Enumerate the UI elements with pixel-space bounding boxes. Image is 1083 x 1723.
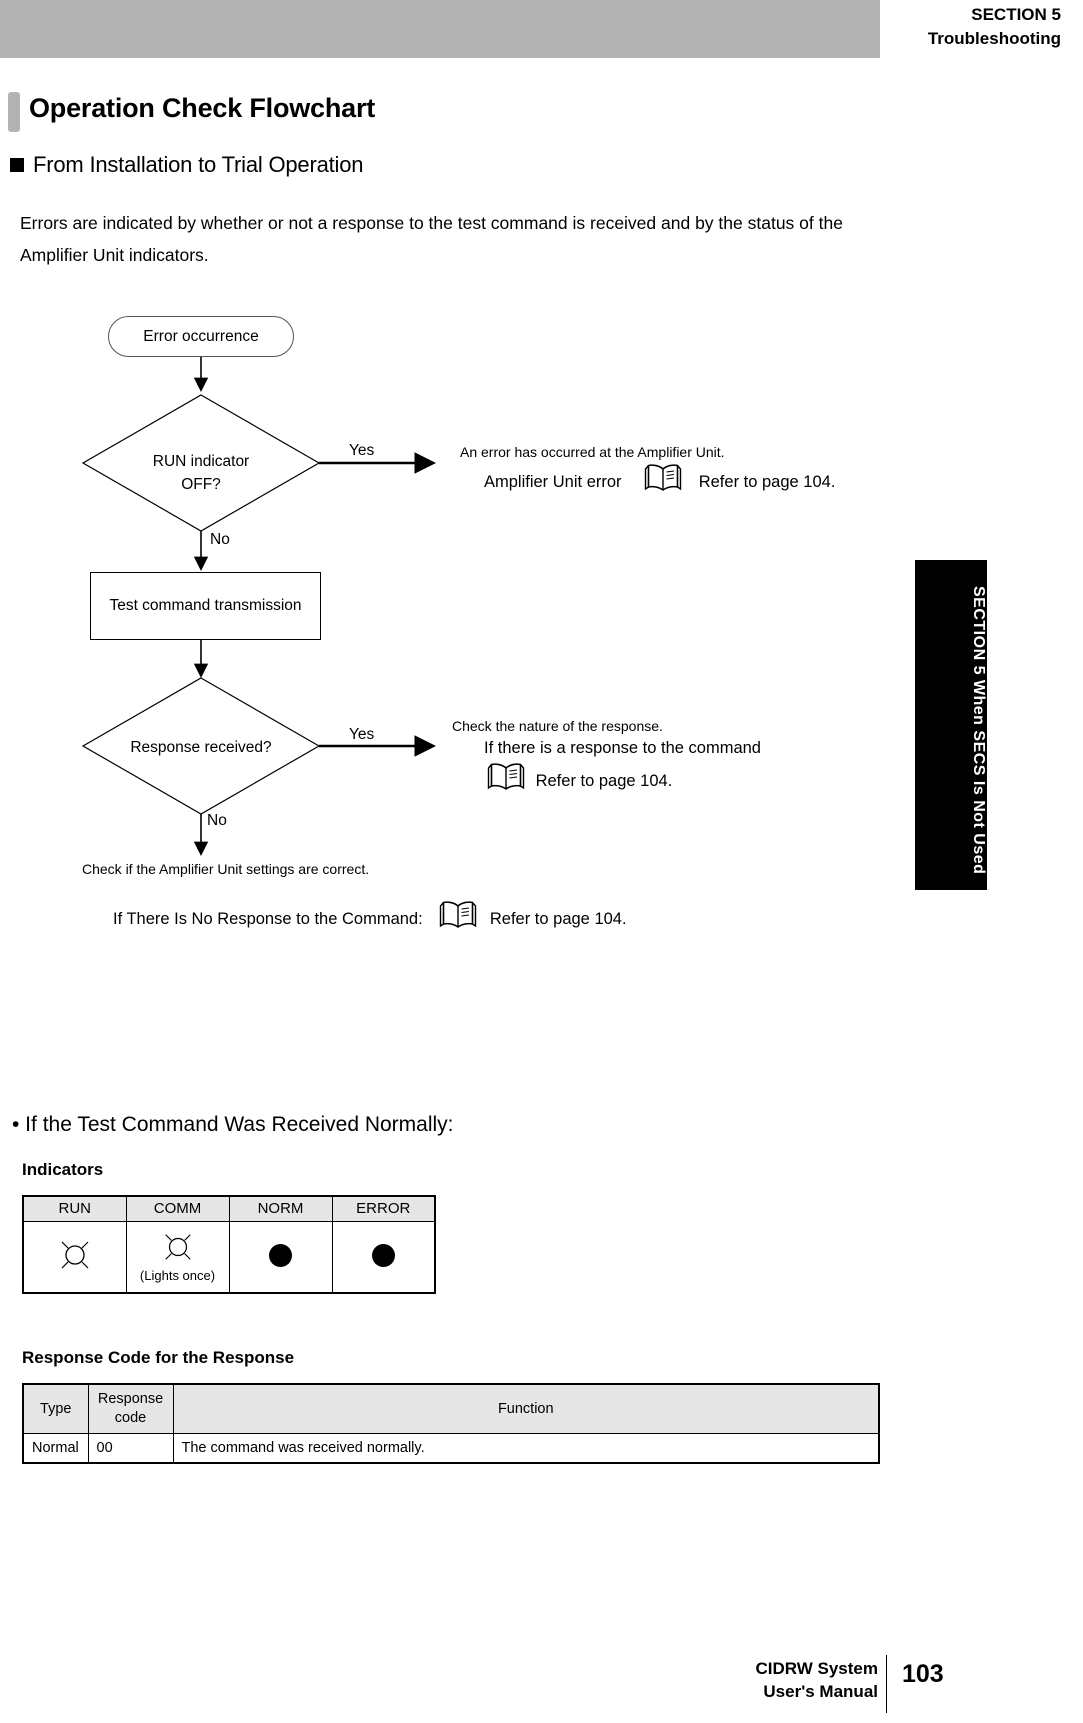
- footer-manual-name: User's Manual: [763, 1682, 878, 1701]
- lamp-off-dot-icon: [269, 1243, 292, 1267]
- response-header-code: Response code: [87, 1383, 174, 1434]
- lamp-lit-icon: [159, 1234, 197, 1267]
- title-accent-bar: [8, 92, 20, 132]
- flowchart-connectors: [81, 357, 436, 856]
- annotation-response-line2: If there is a response to the command: [484, 739, 761, 757]
- annotation-amplifier-error-line2: Amplifier Unit error Refer to page 104.: [484, 463, 835, 500]
- header-chapter-label: Troubleshooting: [927, 29, 1061, 48]
- indicators-header-norm: NORM: [228, 1195, 333, 1222]
- indicator-cell-comm: (Lights once): [125, 1220, 230, 1294]
- annotation-no-response-text: If There Is No Response to the Command:: [113, 910, 423, 928]
- indicator-comm-caption: (Lights once): [139, 1268, 216, 1284]
- header-band: [0, 0, 880, 58]
- flow-node-start-label: Error occurrence: [143, 327, 259, 345]
- annotation-check-settings: Check if the Amplifier Unit settings are…: [82, 861, 370, 877]
- footer-page-number: 103: [902, 1660, 944, 1688]
- annotation-no-response-row: If There Is No Response to the Command: …: [113, 900, 627, 937]
- open-book-icon: [487, 762, 525, 799]
- flow-edge-label-yes-2: Yes: [349, 726, 375, 743]
- indicators-header-run: RUN: [22, 1195, 127, 1222]
- footer-divider: [886, 1655, 887, 1713]
- indicator-cell-run: [22, 1220, 127, 1294]
- flow-edge-label-no-1: No: [210, 531, 230, 548]
- subheading: From Installation to Trial Operation: [10, 152, 363, 178]
- indicators-table: RUN COMM NORM ERROR: [22, 1195, 436, 1294]
- flow-node-test-command: Test command transmission: [90, 572, 321, 640]
- response-header-type: Type: [22, 1383, 89, 1434]
- footer-system-name: CIDRW System: [755, 1659, 879, 1678]
- indicator-cell-error: [331, 1220, 436, 1294]
- flow-edge-label-no-2: No: [207, 812, 227, 829]
- response-code-table: Type Response code Function Normal 00 Th…: [22, 1383, 880, 1464]
- response-header-row: Type Response code Function: [22, 1383, 880, 1434]
- annotation-response-ref-row: Refer to page 104.: [487, 762, 672, 799]
- response-header-function: Function: [172, 1383, 880, 1434]
- flow-edge-label-yes-1: Yes: [349, 442, 375, 459]
- annotation-response-line1: Check the nature of the response.: [452, 718, 663, 734]
- indicators-label: Indicators: [22, 1160, 104, 1179]
- header-title: SECTION 5 Troubleshooting: [928, 3, 1061, 51]
- page-title: Operation Check Flowchart: [29, 93, 376, 123]
- response-row-function: The command was received normally.: [172, 1433, 880, 1464]
- annotation-amplifier-error-line1: An error has occurred at the Amplifier U…: [460, 444, 725, 460]
- bullet-heading: • If the Test Command Was Received Norma…: [12, 1113, 454, 1136]
- side-tab-marker: [915, 560, 987, 890]
- table-row: Normal 00 The command was received norma…: [22, 1433, 880, 1464]
- indicator-cell-norm: [228, 1220, 333, 1294]
- open-book-icon: [439, 900, 477, 937]
- open-book-icon: [644, 463, 682, 500]
- response-code-label: Response Code for the Response: [22, 1348, 295, 1367]
- indicators-header-row: RUN COMM NORM ERROR: [22, 1195, 436, 1222]
- flow-node-start: Error occurrence: [108, 316, 294, 357]
- indicators-value-row: (Lights once): [22, 1220, 436, 1294]
- annotation-amplifier-error-text: Amplifier Unit error: [484, 473, 622, 491]
- subheading-label: From Installation to Trial Operation: [33, 152, 364, 177]
- header-section-label: SECTION 5: [971, 5, 1061, 24]
- annotation-amplifier-error-ref: Refer to page 104.: [698, 473, 836, 491]
- footer-manual-info: CIDRW System User's Manual: [756, 1657, 879, 1703]
- response-row-code: 00: [87, 1433, 174, 1464]
- flow-node-process-label: Test command transmission: [109, 597, 302, 614]
- indicators-header-comm: COMM: [125, 1195, 230, 1222]
- annotation-response-ref: Refer to page 104.: [535, 772, 673, 790]
- square-bullet-icon: [10, 158, 24, 172]
- lamp-lit-icon: [56, 1241, 94, 1276]
- indicators-header-error: ERROR: [331, 1195, 436, 1222]
- intro-paragraph: Errors are indicated by whether or not a…: [20, 213, 843, 265]
- response-row-type: Normal: [22, 1433, 89, 1464]
- annotation-no-response-ref: Refer to page 104.: [489, 910, 627, 928]
- side-tab-label: SECTION 5 When SECS Is Not Used: [970, 585, 987, 875]
- response-header-code-line2: code: [114, 1410, 147, 1426]
- lamp-off-dot-icon: [371, 1243, 395, 1267]
- response-header-code-line1: Response: [97, 1391, 164, 1407]
